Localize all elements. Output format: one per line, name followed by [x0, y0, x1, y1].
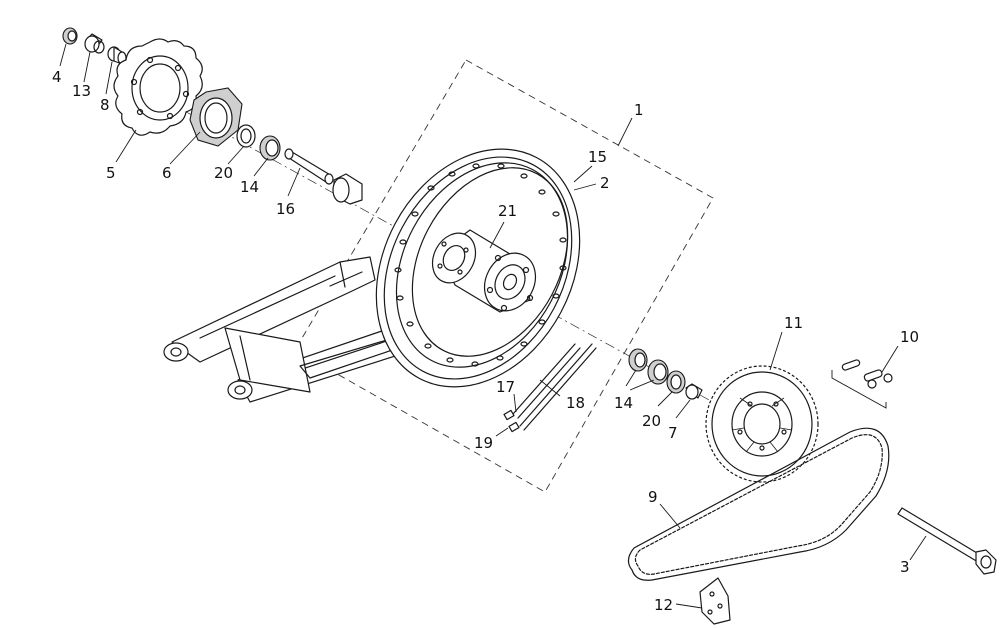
part-7-spacer	[685, 383, 703, 400]
part-5-brake-disc	[113, 38, 203, 136]
callout-21: 21	[498, 202, 517, 220]
callout-13: 13	[72, 82, 91, 100]
part-11-sprocket	[705, 365, 819, 483]
callout-11: 11	[784, 314, 803, 332]
callout-8: 8	[100, 96, 110, 114]
wheel-assembly-boundary	[294, 59, 714, 493]
part-20-seal-left	[236, 124, 256, 148]
axle-spacer-block	[332, 173, 363, 205]
callout-5: 5	[106, 164, 116, 182]
part-callouts: 1 2 3 4 5 6 7 8 9 10 11 12 13 14 14 15 1…	[52, 68, 919, 614]
part-6-disc-carrier	[189, 87, 243, 147]
part-17-18-spokes	[512, 343, 597, 431]
callout-1: 1	[634, 101, 644, 119]
callout-9: 9	[648, 488, 658, 506]
part-4-nut	[62, 27, 78, 45]
part-14-bearing-left	[259, 135, 281, 161]
callout-16: 16	[276, 200, 295, 218]
callout-19: 19	[474, 434, 493, 452]
callout-3: 3	[900, 558, 910, 576]
part-12-chain-guard	[699, 577, 731, 625]
callout-18: 18	[566, 394, 585, 412]
part-9-drive-chain	[627, 427, 890, 581]
callout-4: 4	[52, 68, 62, 86]
part-13-spacer	[84, 33, 105, 54]
part-19-spoke-nipples	[503, 409, 520, 433]
wheel-hub	[431, 229, 537, 313]
callout-10: 10	[900, 328, 919, 346]
part-16-spacer-tube	[284, 148, 334, 185]
callout-20-right: 20	[642, 412, 661, 430]
callout-6: 6	[162, 164, 172, 182]
callout-14-left: 14	[240, 178, 259, 196]
part-14-bearing-right-2	[647, 359, 669, 385]
rear-wheel	[375, 148, 581, 388]
callout-20-left: 20	[214, 164, 233, 182]
rim-spoke-holes	[394, 163, 567, 367]
part-10-chain-joint-link	[831, 359, 893, 409]
callout-7: 7	[668, 424, 678, 442]
callout-2: 2	[600, 174, 610, 192]
callout-17: 17	[496, 378, 515, 396]
leader-lines	[59, 43, 927, 609]
part-3-wheel-axle	[897, 507, 997, 575]
callout-12: 12	[654, 596, 673, 614]
part-14-bearing-right	[628, 348, 648, 372]
callout-14-right: 14	[614, 394, 633, 412]
callout-15: 15	[588, 148, 607, 166]
part-20-seal-right	[666, 370, 686, 394]
